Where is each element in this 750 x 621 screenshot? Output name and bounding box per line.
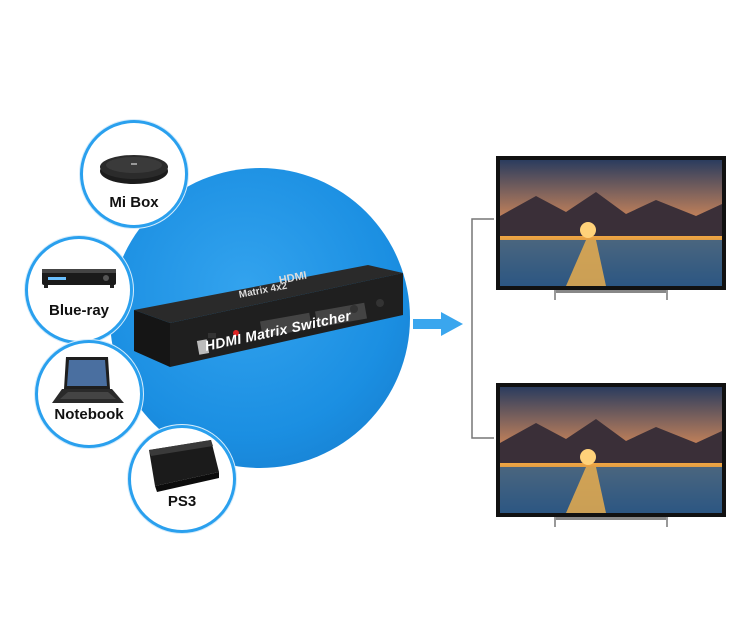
game-console-icon bbox=[149, 440, 219, 492]
tv-icon bbox=[496, 156, 726, 300]
right-arrow-icon bbox=[413, 312, 463, 336]
output-bracket bbox=[471, 218, 494, 439]
laptop-icon bbox=[52, 357, 124, 403]
source-notebook: Notebook bbox=[35, 340, 143, 448]
set-top-box-icon bbox=[100, 155, 168, 184]
source-label: Mi Box bbox=[109, 194, 159, 211]
hdmi-matrix-switcher-device: HDMI Matrix 4x2 bbox=[128, 255, 408, 375]
source-ps3: PS3 bbox=[128, 425, 236, 533]
source-label: PS3 bbox=[167, 493, 197, 510]
source-label: Blue-ray bbox=[48, 302, 110, 319]
tv-icon bbox=[496, 383, 726, 527]
source-label: Notebook bbox=[54, 406, 124, 423]
source-blue-ray: Blue-ray bbox=[25, 236, 133, 344]
bluray-player-icon bbox=[42, 269, 116, 288]
source-mi-box: Mi Box bbox=[80, 120, 188, 228]
switcher-device-icon bbox=[134, 265, 403, 367]
